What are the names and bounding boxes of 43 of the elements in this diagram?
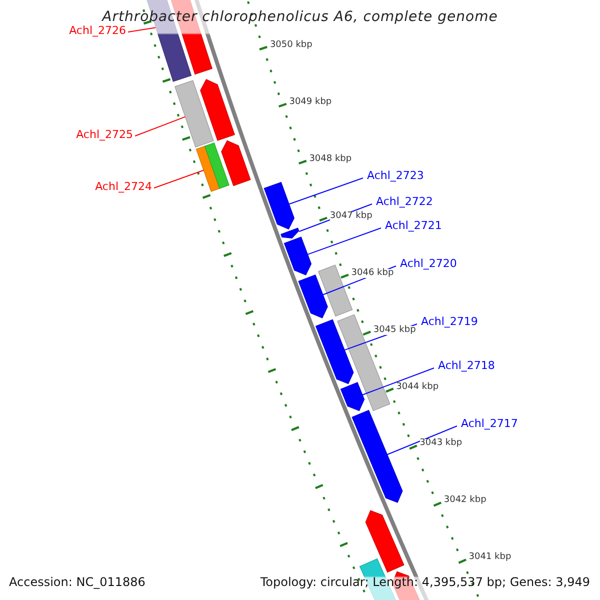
leader-line — [134, 116, 186, 136]
leader-line — [288, 178, 364, 205]
gene-label: Achl_2720 — [400, 258, 457, 269]
title: Arthrobacter chlorophenolicus A6, complete genome — [100, 10, 499, 24]
scale-label: 3042 kbp — [444, 496, 486, 506]
leader-line — [386, 426, 458, 456]
gene-bar — [298, 274, 328, 318]
scale-label: 3043 kbp — [420, 439, 462, 448]
gene-bar — [315, 319, 354, 384]
scale-label: 3050 kbp — [270, 41, 312, 50]
scale-label: 3048 kbp — [309, 154, 352, 164]
gene-bar — [318, 264, 353, 317]
gene-bar — [340, 382, 365, 412]
gene-label: Achl_2717 — [461, 418, 518, 429]
gene-label: Achl_2724 — [95, 181, 152, 192]
scale-label: 3046 kbp — [351, 268, 394, 278]
genome-info: Topology: circular; Length: 4,395,537 bp; Genes: 3,949 — [260, 576, 590, 588]
scale-label: 3049 kbp — [289, 98, 332, 107]
scale-label: 3047 kbp — [330, 212, 372, 221]
leader-line — [307, 228, 382, 255]
gene-bar — [221, 140, 251, 186]
gene-bar — [352, 410, 403, 503]
gene-bar — [264, 182, 294, 230]
gene-bar — [174, 80, 214, 148]
leader-line — [128, 27, 156, 32]
gene-bar — [200, 79, 235, 141]
scale-label: 3045 kbp — [373, 326, 416, 335]
accession-text: Accession: NC_011886 — [9, 576, 146, 588]
gene-label: Achl_2718 — [438, 360, 495, 371]
leader-line — [154, 170, 204, 188]
gene-bar — [365, 510, 404, 573]
leader-line — [362, 368, 434, 396]
scale-label: 3041 kbp — [468, 553, 512, 562]
scale-label: 3044 kbp — [396, 382, 439, 392]
gene-label: Achl_2719 — [421, 316, 478, 327]
gene-label: Achl_2721 — [385, 220, 442, 231]
gene-label: Achl_2725 — [76, 129, 133, 140]
gene-label: Achl_2723 — [367, 170, 424, 181]
gene-bar — [280, 228, 300, 238]
gene-bar — [196, 146, 220, 192]
gene-bar — [204, 142, 230, 189]
gene-label: Achl_2722 — [376, 196, 433, 207]
gene-label: Achl_2726 — [69, 25, 126, 36]
